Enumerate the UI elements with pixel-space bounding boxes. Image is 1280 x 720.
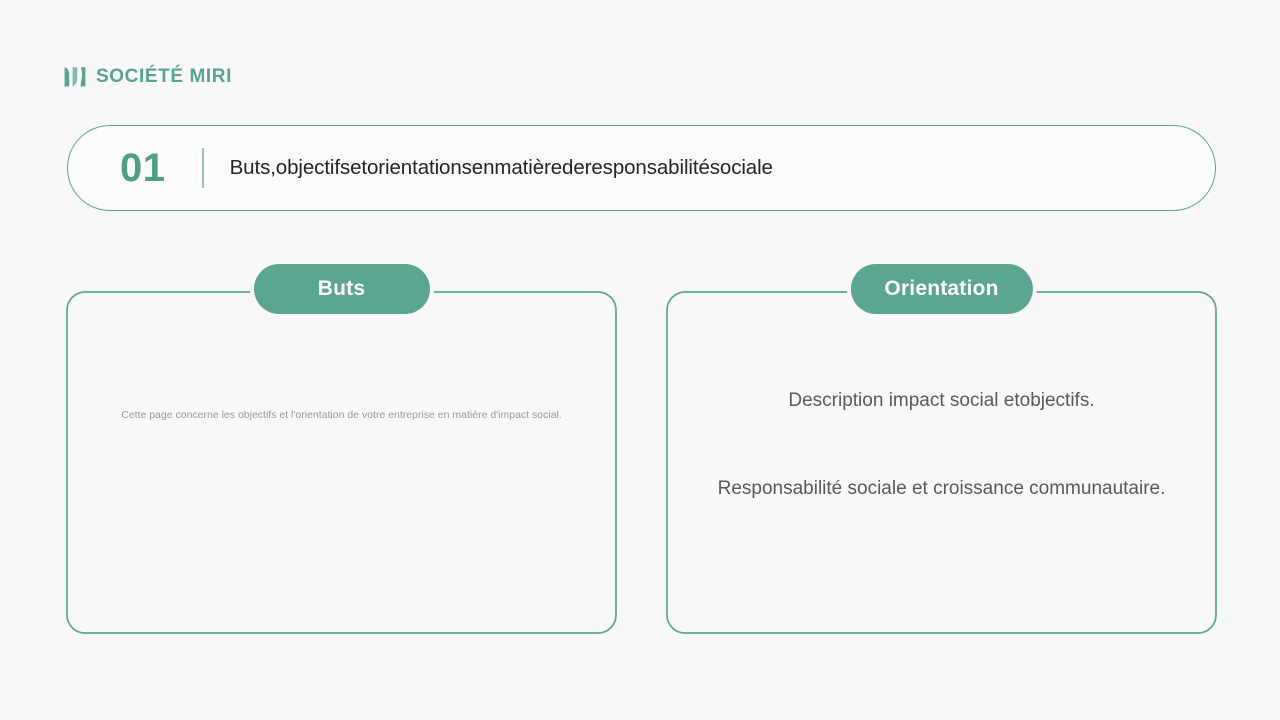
panel-paragraphs: Description impact social etobjectifs. R… xyxy=(693,388,1190,501)
panel-buts: Buts Cette page concerne les objectifs e… xyxy=(65,264,618,635)
section-title: Buts,objectifsetorientationsenmatièreder… xyxy=(229,156,773,179)
panel-tag-buts: Buts xyxy=(253,264,430,314)
brand-logo: SOCIÉTÉ MIRI xyxy=(64,62,232,92)
section-number: 01 xyxy=(120,145,166,190)
panel-tag-label: Buts xyxy=(317,277,366,300)
panel-body-buts: Cette page concerne les objectifs et l'o… xyxy=(65,290,618,635)
panel-text: Description impact social etobjectifs. xyxy=(788,390,1095,411)
panel-orientation: Orientation Description impact social et… xyxy=(665,264,1218,635)
leaf-logo-icon xyxy=(64,67,86,87)
brand-name: SOCIÉTÉ MIRI xyxy=(96,66,232,87)
panel-body-orientation: Description impact social etobjectifs. R… xyxy=(665,290,1218,635)
panel-tag-label: Orientation xyxy=(884,277,999,300)
panel-text: Responsabilité sociale et croissance com… xyxy=(717,477,1166,499)
panel-tag-orientation: Orientation xyxy=(850,264,1033,314)
section-header-bar: 01 Buts,objectifsetorientationsenmatière… xyxy=(67,125,1216,211)
panel-text: Cette page concerne les objectifs et l'o… xyxy=(121,409,562,421)
section-divider xyxy=(202,148,204,188)
